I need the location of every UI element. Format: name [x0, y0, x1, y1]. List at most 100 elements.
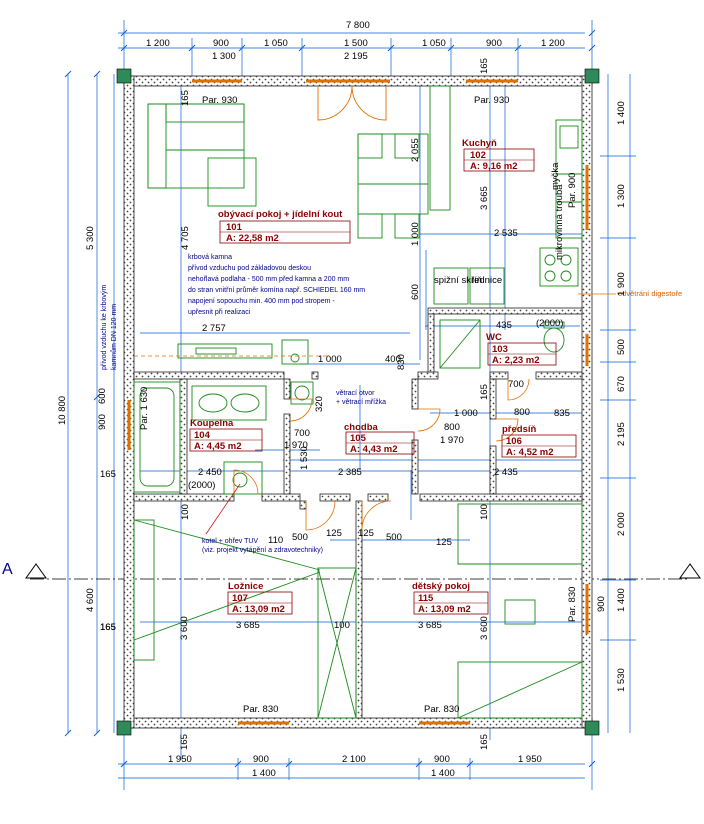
dim-inner: 800 — [444, 422, 460, 433]
air-supply-note-2: kamnům DN 120 mm — [110, 304, 118, 370]
vent-label: větrací otvor — [336, 390, 375, 397]
height-label: (2000) — [188, 480, 215, 491]
room-number: 101 — [226, 222, 243, 233]
dim-left-inner: 165 — [100, 469, 116, 480]
room-number: 107 — [232, 593, 248, 604]
dim-left: 5 300 — [85, 226, 96, 250]
room-name: dětský pokoj — [412, 581, 470, 592]
dim-left-total: 10 800 — [57, 396, 68, 425]
dim-inner: 125 — [326, 528, 342, 539]
dim-inner: 165 — [179, 734, 190, 750]
dim-bottom: 900 — [434, 754, 450, 765]
room-number: 106 — [506, 436, 522, 447]
parapet-label: Par. 930 — [474, 95, 509, 106]
dim-inner: 4 705 — [180, 226, 191, 250]
dim-left-inner: 165 — [100, 622, 116, 633]
dim-inner: 125 — [436, 537, 452, 548]
room-name: Koupelna — [190, 418, 234, 429]
dim-right: 1 400 — [616, 588, 627, 612]
dim-inner: 165 — [180, 90, 191, 106]
corner-posts — [116, 68, 600, 736]
dim-inner: 165 — [479, 734, 490, 750]
room-number: 102 — [470, 150, 486, 161]
dim-inner: 2 535 — [494, 228, 518, 239]
dim-inner: 3 685 — [418, 620, 442, 631]
dim-bottom: 2 100 — [342, 754, 366, 765]
room-name: obývací pokoj + jídelní kout — [218, 209, 343, 220]
dim-bottom: 1 950 — [168, 754, 192, 765]
dim-top: 900 — [486, 38, 502, 49]
note-line: napojení sopouchu min. 400 mm pod strope… — [188, 298, 335, 305]
dim-inner: 320 — [314, 396, 325, 412]
dim-top: 1 200 — [541, 38, 565, 49]
room-number: 103 — [492, 344, 508, 355]
parapet-label: Par. 1 630 — [139, 387, 150, 430]
dim-inner: 2 450 — [198, 467, 222, 478]
internal-doors — [233, 378, 530, 531]
dim-left-inner: 900 — [97, 414, 108, 430]
dim-inner: 700 — [508, 379, 524, 390]
dim-inner: 3 600 — [179, 616, 190, 640]
dim-right: 2 000 — [616, 512, 627, 536]
dim-right: 1 400 — [616, 101, 627, 125]
room-area: A: 4,45 m2 — [194, 441, 242, 452]
parapet-label: Par. 930 — [202, 95, 237, 106]
dim-inner: 830 — [396, 354, 407, 370]
dishwasher-label: myčka — [550, 162, 561, 190]
microwave-label: mikrovlnná trouba — [554, 184, 565, 260]
dim-inner: 600 — [410, 284, 421, 300]
dim-inner: 2 055 — [410, 138, 421, 162]
dim-inner: 1 000 — [454, 408, 478, 419]
room-name: Ložnice — [228, 581, 263, 592]
dim-top: 900 — [213, 38, 229, 49]
dim-right: 1 530 — [616, 668, 627, 692]
dim-bottom: 900 — [253, 754, 269, 765]
dim-inner: 165 — [479, 384, 490, 400]
dim-inner: 165 — [100, 622, 116, 633]
section-label: A — [2, 561, 13, 578]
vent-grille-label: + větrací mřížka — [336, 399, 386, 406]
misc-labels: Par. 930 Par. 930 Par. 830 Par. 830 Par.… — [101, 95, 682, 715]
room-area: A: 2,23 m2 — [492, 355, 540, 366]
parapet-label: Par. 830 — [243, 704, 278, 715]
dim-inner: 110 — [268, 535, 283, 546]
dim-inner: 435 — [496, 320, 512, 331]
dim-top: 1 050 — [264, 38, 288, 49]
dim-inner: 1 000 — [318, 354, 342, 365]
room-labels: obývací pokoj + jídelní kout 101 A: 22,5… — [189, 138, 577, 615]
dim-inner: 3 665 — [479, 186, 490, 210]
dim-inner: 2 435 — [494, 467, 518, 478]
dim-inner: 1 000 — [410, 222, 421, 246]
room-area: A: 9,16 m2 — [470, 161, 518, 172]
dim-inner: 100 — [334, 620, 350, 631]
dim-left-inner: 600 — [97, 388, 108, 404]
dim-inner: 400 — [385, 354, 401, 365]
dimension-ticks — [64, 29, 596, 768]
dim-inner: 125 — [358, 528, 374, 539]
dim-bottom: 1 950 — [518, 754, 542, 765]
fireplace-note: krbová kamna přívod vzduchu pod základov… — [188, 254, 365, 316]
entrance-door — [317, 85, 387, 121]
parapet-label: Par. 830 — [424, 704, 459, 715]
air-supply-note: přívod vzduchu ke krbovým — [101, 285, 108, 370]
dim-inner: 1 530 — [299, 446, 310, 470]
room-name: předsíň — [502, 424, 537, 435]
dimension-text: 7 800 1 200 900 1 050 1 500 1 050 900 1 … — [57, 20, 627, 779]
dim-inner: 1 970 — [440, 435, 464, 446]
dim-top: 1 500 — [344, 38, 368, 49]
dim-right: 1 300 — [616, 184, 627, 208]
dim-inner: 2 757 — [202, 323, 226, 334]
dim-inner: 2 385 — [338, 467, 362, 478]
room-name: WC — [486, 332, 502, 343]
dim-inner: 800 — [514, 407, 530, 418]
note-line: přívod vzduchu pod základovou deskou — [188, 265, 311, 272]
dim-top-total: 7 800 — [346, 20, 370, 31]
parapet-label: Par. 830 — [567, 587, 578, 622]
pantry-label: spižní skříň — [434, 275, 482, 286]
note-line: do stran vnitřní průměr komína např. SCH… — [188, 286, 365, 294]
fridge-label: lednice — [472, 275, 502, 286]
room-area: A: 13,09 m2 — [232, 604, 285, 615]
boiler-leader — [205, 483, 241, 535]
boiler-label: kotel + ohřev TUV — [202, 538, 258, 545]
